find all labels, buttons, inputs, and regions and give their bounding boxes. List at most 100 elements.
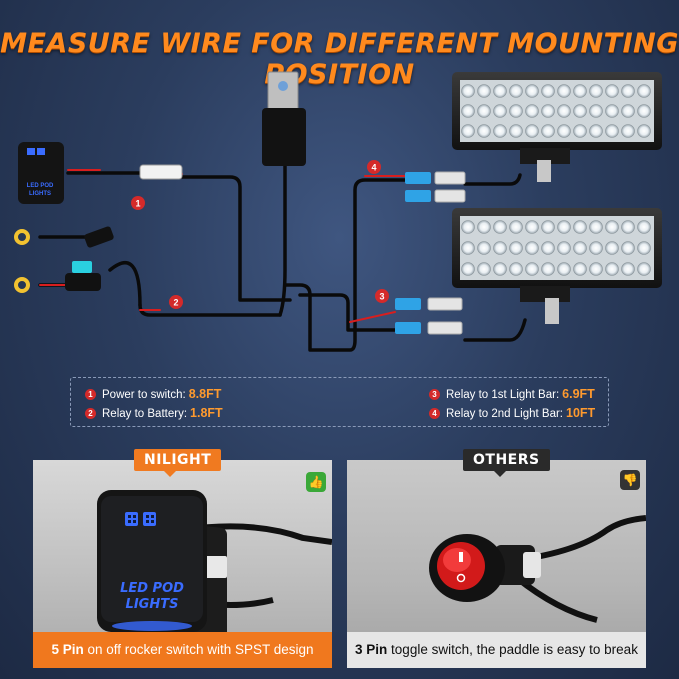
led-lens [477, 262, 491, 276]
led-lens [573, 104, 587, 118]
led-lens [589, 262, 603, 276]
caption-bold: 3 Pin [355, 642, 388, 657]
led-lens [557, 104, 571, 118]
switch-label-line1: LED POD [120, 581, 184, 596]
led-lens [621, 104, 635, 118]
legend-label: Relay to 1st Light Bar: [446, 389, 560, 401]
led-lens [557, 124, 571, 138]
legend-label: Relay to 2nd Light Bar: [446, 408, 563, 420]
callout-3: 3 [375, 289, 389, 303]
led-lens [525, 104, 539, 118]
callout-2: 2 [169, 295, 183, 309]
led-lens [637, 84, 651, 98]
led-lens [509, 84, 523, 98]
led-lens [621, 124, 635, 138]
legend-num: 4 [429, 408, 440, 419]
led-lens [573, 220, 587, 234]
led-lens [621, 84, 635, 98]
led-lens [557, 84, 571, 98]
led-lens [461, 84, 475, 98]
callout-1-text: 1 [135, 199, 140, 209]
led-lens [557, 262, 571, 276]
caption-rest: on off rocker switch with SPST design [83, 642, 314, 657]
page-title: MEASURE WIRE FOR DIFFERENT MOUNTING POSI… [0, 28, 679, 90]
led-lens [477, 220, 491, 234]
led-lens [605, 220, 619, 234]
led-lens [589, 104, 603, 118]
led-lens [509, 241, 523, 255]
legend-num: 1 [85, 389, 96, 400]
led-lens [525, 262, 539, 276]
led-lens [541, 84, 555, 98]
legend-value: 8.8FT [188, 387, 222, 401]
caption-bold: 5 Pin [51, 642, 84, 657]
led-lens [461, 104, 475, 118]
led-lens [493, 84, 507, 98]
rocker-switch-image: LED POD LIGHTS [97, 490, 332, 632]
led-lens [605, 262, 619, 276]
led-lens [477, 241, 491, 255]
led-lens [477, 104, 491, 118]
thumbs-up-icon: 👍 [306, 472, 326, 492]
others-tag: OTHERS [463, 449, 550, 471]
switch-label-line2: LIGHTS [126, 597, 179, 612]
led-lens [493, 241, 507, 255]
nilight-caption: 5 Pin on off rocker switch with SPST des… [33, 632, 332, 668]
led-lens [493, 124, 507, 138]
others-caption: 3 Pin toggle switch, the paddle is easy … [347, 632, 646, 668]
led-lens [637, 241, 651, 255]
led-lens [509, 220, 523, 234]
led-lens [557, 220, 571, 234]
legend-num: 2 [85, 408, 96, 419]
led-lens [573, 84, 587, 98]
led-lens [589, 220, 603, 234]
led-lens [589, 124, 603, 138]
led-lens [525, 124, 539, 138]
callout-2-text: 2 [173, 298, 178, 308]
callout-4-text: 4 [371, 163, 376, 173]
led-lens [541, 124, 555, 138]
led-lens [637, 262, 651, 276]
callout-3-text: 3 [379, 292, 384, 302]
legend-label: Relay to Battery: [102, 408, 188, 420]
led-lens [605, 241, 619, 255]
led-lens [461, 241, 475, 255]
led-lens [493, 220, 507, 234]
led-lens [461, 124, 475, 138]
others-panel: 3 Pin toggle switch, the paddle is easy … [347, 460, 646, 668]
led-lens [605, 104, 619, 118]
legend-value: 6.9FT [562, 387, 595, 401]
wiring-diagram: LED POD LIGHTS 1 2 3 4 [14, 71, 662, 352]
led-lens [621, 241, 635, 255]
svg-text:LIGHTS: LIGHTS [29, 191, 51, 197]
led-lens [573, 241, 587, 255]
led-lens [557, 241, 571, 255]
led-lens [589, 84, 603, 98]
toggle-switch-image [429, 515, 646, 623]
led-lens [637, 220, 651, 234]
thumbs-down-icon: 👎 [620, 470, 640, 490]
led-lens [493, 104, 507, 118]
led-lens [525, 241, 539, 255]
caption-rest: toggle switch, the paddle is easy to bre… [387, 642, 638, 657]
svg-text:LED POD: LED POD [27, 183, 54, 189]
led-lens [573, 124, 587, 138]
led-lens [525, 220, 539, 234]
nilight-tag-pointer [164, 471, 176, 477]
callout-1: 1 [131, 196, 145, 210]
nilight-panel: LED POD LIGHTS 5 Pin on off rocker switc… [33, 460, 332, 668]
led-lens [541, 262, 555, 276]
led-lens [621, 220, 635, 234]
led-lens [461, 262, 475, 276]
led-lens [541, 220, 555, 234]
legend-num: 3 [429, 389, 440, 400]
led-lens [509, 262, 523, 276]
led-lens [541, 241, 555, 255]
led-lens [637, 104, 651, 118]
led-lens [493, 262, 507, 276]
callout-4: 4 [367, 160, 381, 174]
led-lens [509, 124, 523, 138]
led-lens [541, 104, 555, 118]
